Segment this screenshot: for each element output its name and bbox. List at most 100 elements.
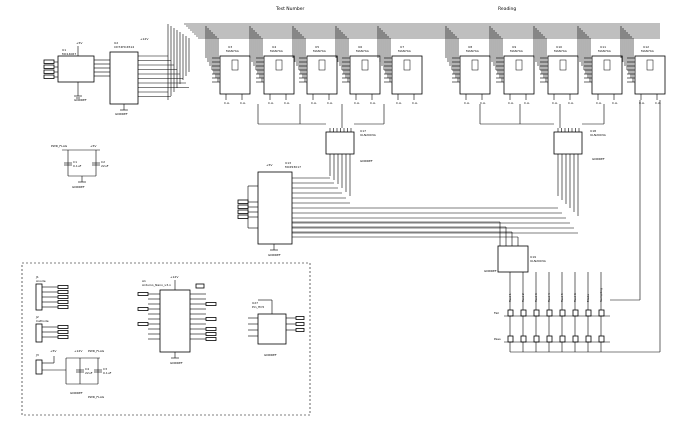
- switch[interactable]: [546, 309, 553, 317]
- ic-u2-part: CD74HC4514: [114, 45, 134, 49]
- ic-u19-ref: U19: [530, 255, 536, 259]
- display-pin-label: C.A.: [655, 101, 661, 105]
- switch[interactable]: [520, 309, 527, 317]
- connector-j3: J3: [35, 353, 43, 375]
- ic-u27-ref: U27: [252, 301, 258, 305]
- connector-j2-ref: J2: [35, 315, 39, 319]
- pwr-flag-top-label: PWR_FLAG: [51, 144, 68, 148]
- ic-u17-part: ULN2003A: [360, 133, 377, 137]
- ic-u13-part: MCP23017: [285, 165, 301, 169]
- switch[interactable]: [598, 335, 605, 343]
- display-ref: U4: [272, 45, 276, 49]
- display-pin-label: C.A.: [268, 101, 274, 105]
- display-ref: U10: [556, 45, 562, 49]
- connector-j2: J2 Cathode: [35, 315, 49, 343]
- switch[interactable]: [533, 335, 540, 343]
- ic-u27: U27 Pin_HC5 GNDREF: [252, 299, 287, 357]
- switch[interactable]: [520, 335, 527, 343]
- display-part: MAN74A: [598, 49, 612, 53]
- switch[interactable]: [507, 309, 514, 317]
- ic-u17-ref: U17: [360, 129, 366, 133]
- display-part: MAN74A: [270, 49, 284, 53]
- display-pin-label: C.A.: [480, 101, 486, 105]
- switch[interactable]: [585, 309, 592, 317]
- display-pin-label: C.A.: [370, 101, 376, 105]
- display-ref: U5: [315, 45, 319, 49]
- row-label-fail: Fail: [494, 311, 499, 315]
- a1-gnd-label: GNDREF: [170, 361, 183, 365]
- switch[interactable]: [572, 335, 579, 343]
- connector-j1-ref: J1: [35, 275, 39, 279]
- pwr-top-supply-label: +5V: [90, 144, 97, 148]
- display-pin-label: C.A.: [464, 101, 470, 105]
- display-ref: U12: [643, 45, 649, 49]
- display-pin-label: C.A.: [396, 101, 402, 105]
- display-part: MAN74A: [226, 49, 240, 53]
- display-part: MAN74A: [554, 49, 568, 53]
- header-reading: Reading: [498, 6, 516, 12]
- a1-pin-wires: [137, 283, 217, 341]
- power-filter-top: PWR_FLAG +5V C1 0.1uF C2 22uF GNDREF: [51, 144, 109, 189]
- display-part: MAN74A: [466, 49, 480, 53]
- cap-c4-ref: C4: [85, 367, 89, 371]
- cap-c4-value: 22uF: [85, 371, 93, 375]
- display-part: MAN74A: [510, 49, 524, 53]
- ic-u19: U19 ULN2003A GNDREF: [484, 245, 547, 273]
- switch[interactable]: [572, 309, 579, 317]
- switch[interactable]: [559, 309, 566, 317]
- controller-subsystem-box: [21, 262, 311, 416]
- display-pin-label: C.A.: [412, 101, 418, 105]
- display-pin-label: C.A.: [311, 101, 317, 105]
- display-pin-label: C.A.: [524, 101, 530, 105]
- ic-u13-ref: U13: [285, 161, 291, 165]
- ic-u1-part: MC14067: [62, 52, 76, 56]
- display-row: U3MAN74AC.A.C.A.U4MAN74AC.A.C.A.U5MAN74A…: [205, 26, 666, 105]
- display-ref: U6: [358, 45, 362, 49]
- u13-supply-label: +5V: [266, 163, 273, 167]
- cap-c2-value: 22uF: [101, 164, 109, 168]
- ic-u1-ref: U1: [62, 48, 66, 52]
- ic-u2-ref: U2: [114, 41, 118, 45]
- display-pin-label: C.A.: [639, 101, 645, 105]
- a1-supply-label: +12V: [170, 275, 179, 279]
- u27-pin-wires: [248, 316, 305, 337]
- cap-c3-value: 0.1uF: [103, 371, 112, 375]
- switch[interactable]: [559, 335, 566, 343]
- display-pin-label: C.A.: [612, 101, 618, 105]
- display-pin-label: C.A.: [354, 101, 360, 105]
- connector-j3-ref: J3: [35, 353, 39, 357]
- switch[interactable]: [546, 335, 553, 343]
- u13-input-flags: [237, 199, 258, 219]
- u1-input-flags: [43, 59, 58, 79]
- driver-wires: [257, 100, 661, 353]
- pwr-bot-supply-5v: +5V: [50, 349, 57, 353]
- display-pin-label: C.A.: [508, 101, 514, 105]
- ic-u27-part: Pin_HC5: [252, 305, 264, 309]
- ic-u13: U13 MCP23017 +5V GNDREF: [247, 161, 301, 257]
- u13-gnd-label: GNDREF: [268, 253, 281, 257]
- display-part: MAN74A: [356, 49, 370, 53]
- connector-j1: J1 Anode: [35, 275, 46, 311]
- ic-a1-part: Arduino_Nano_v3.x: [142, 283, 171, 287]
- cap-c2-ref: C2: [101, 160, 105, 164]
- ic-u17: U17 ULN2003A GNDREF: [325, 129, 377, 163]
- switch[interactable]: [598, 309, 605, 317]
- switch[interactable]: [585, 335, 592, 343]
- power-filter-bottom: +5V +12V PWR_FLAG C4 22uF C3 0.1uF GNDRE…: [42, 349, 112, 399]
- switch[interactable]: [533, 309, 540, 317]
- u2-output-wires: [138, 55, 189, 97]
- cap-c3-ref: C3: [103, 367, 107, 371]
- switch[interactable]: [507, 335, 514, 343]
- display-pin-label: C.A.: [327, 101, 333, 105]
- cap-c1-ref: C1: [73, 160, 77, 164]
- u1-u2-wires: [94, 59, 110, 77]
- ic-a1: A1 Arduino_Nano_v3.x +12V GNDREF: [142, 275, 191, 365]
